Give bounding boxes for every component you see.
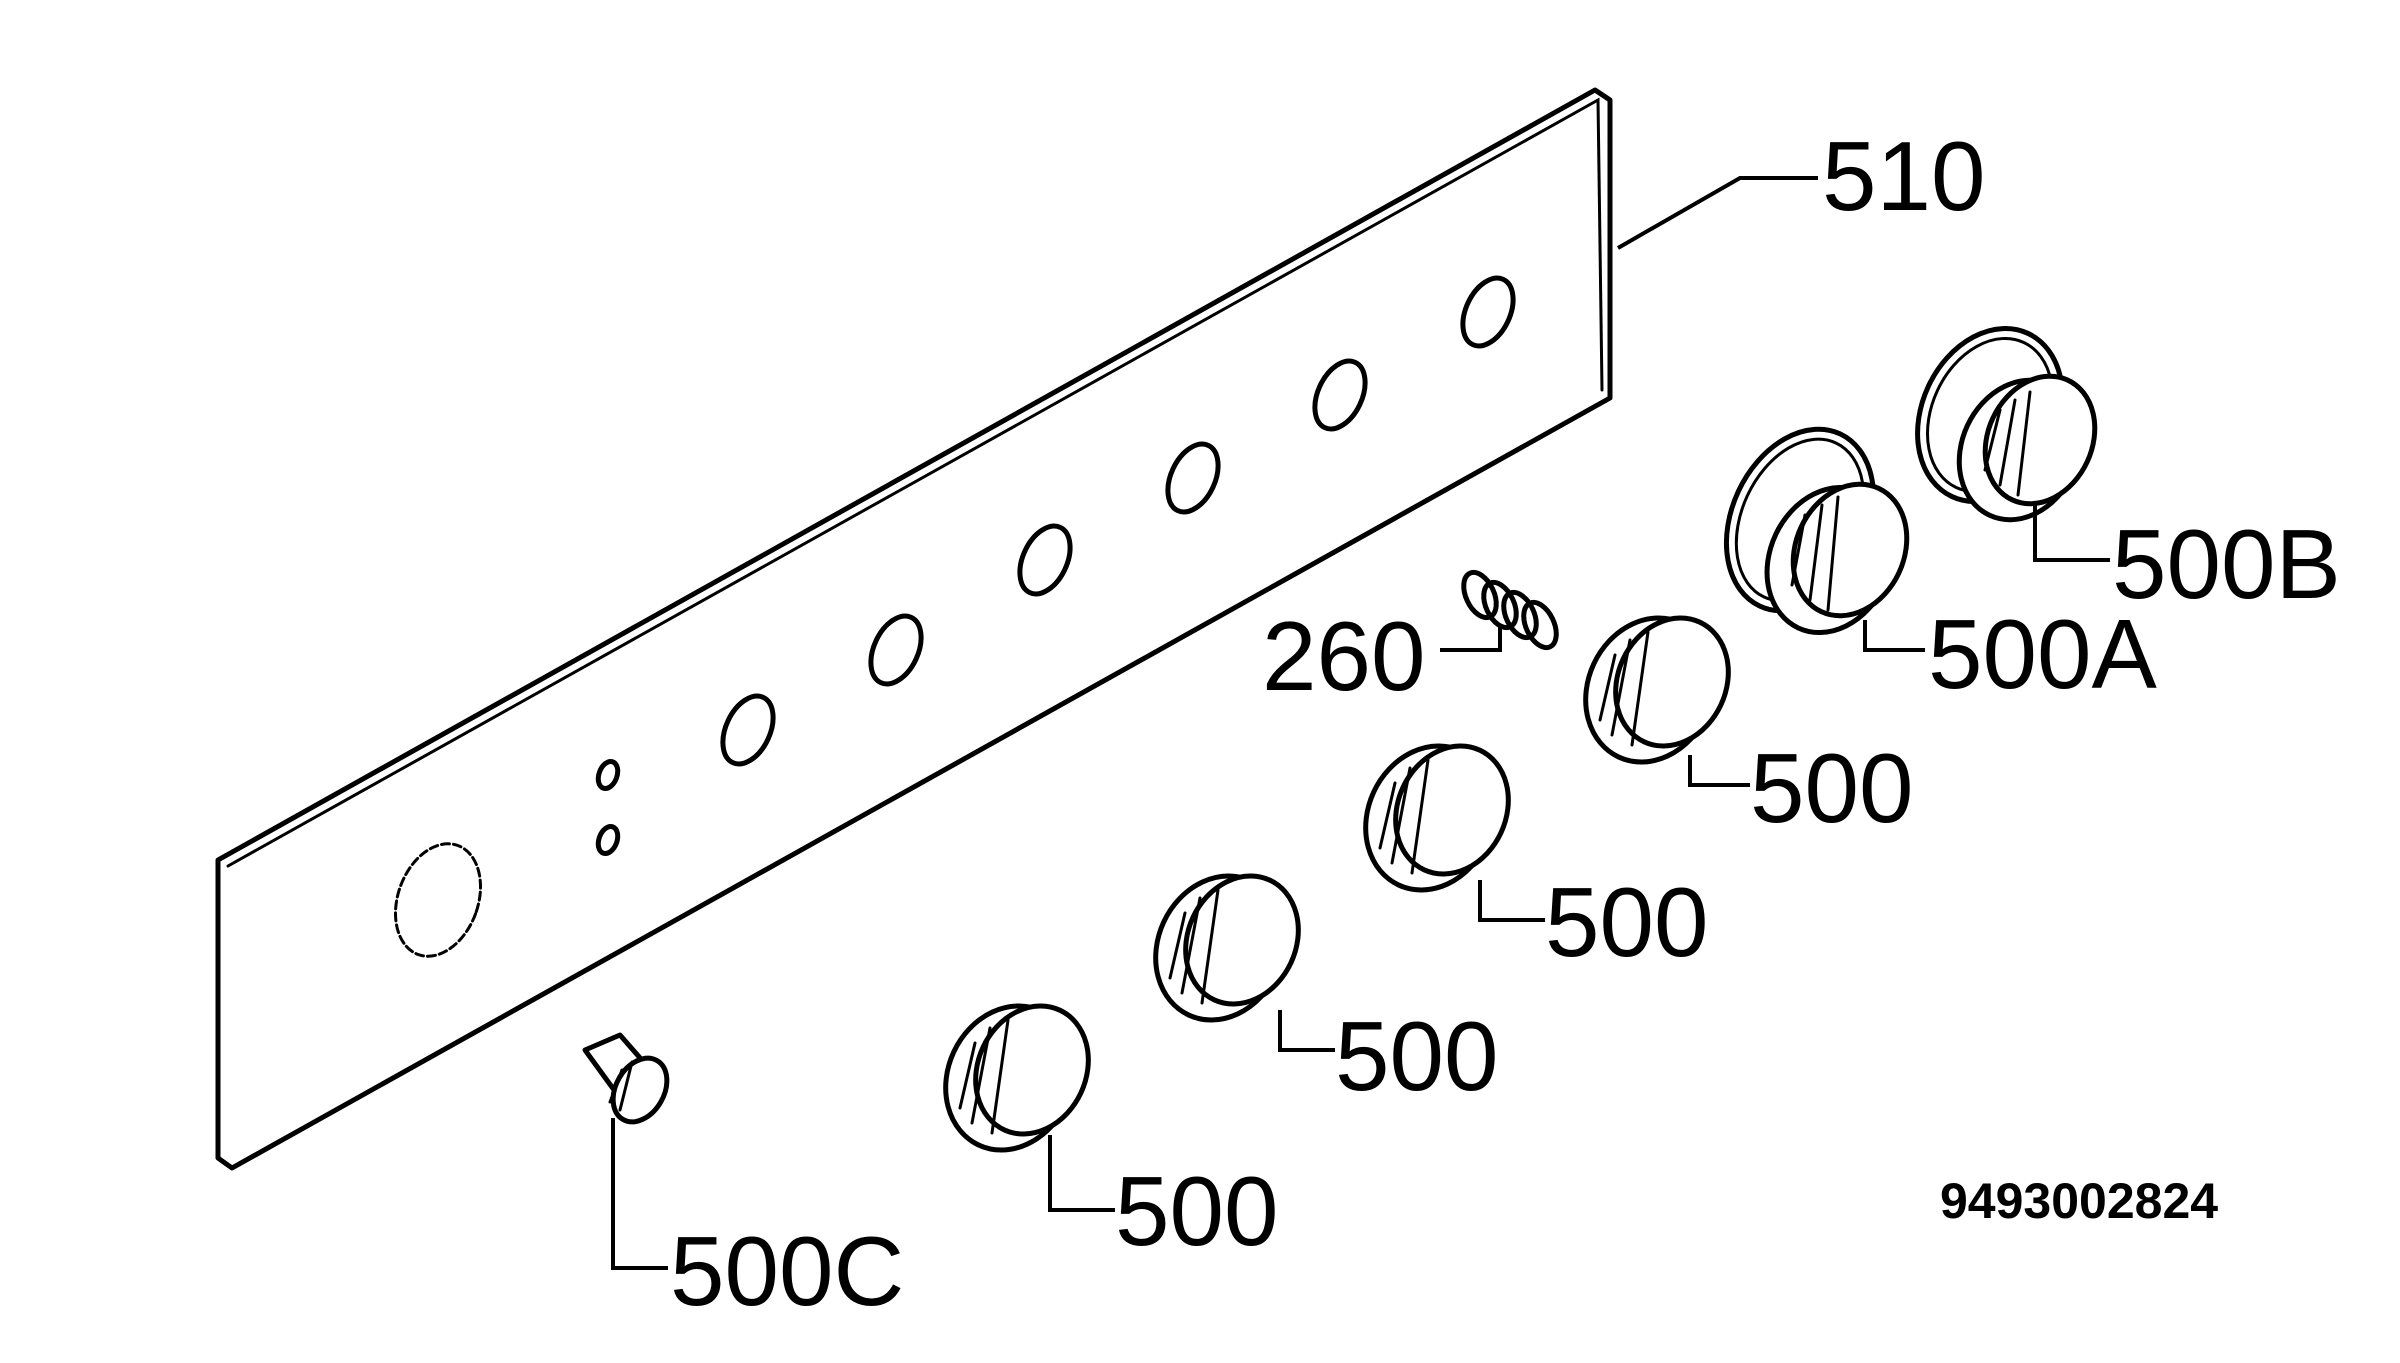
knob-500B bbox=[1915, 326, 2098, 523]
spring-260 bbox=[1461, 569, 1559, 651]
label-500A: 500A bbox=[1928, 599, 2158, 709]
leader-500A bbox=[1863, 620, 1925, 652]
label-500-4: 500 bbox=[1115, 1156, 1279, 1266]
label-260: 260 bbox=[1262, 601, 1426, 711]
document-number: 9493002824 bbox=[1940, 1173, 2218, 1229]
label-510: 510 bbox=[1822, 121, 1986, 231]
knob-500C bbox=[582, 1032, 670, 1125]
knob-500-3 bbox=[1153, 873, 1301, 1023]
knob-500-4 bbox=[943, 1003, 1091, 1153]
panel-holes bbox=[393, 275, 1516, 958]
leader-500-1 bbox=[1688, 755, 1750, 787]
label-500-3: 500 bbox=[1335, 1001, 1499, 1111]
label-500-2: 500 bbox=[1545, 867, 1709, 977]
leader-510 bbox=[1617, 176, 1818, 250]
knob-500A bbox=[1723, 426, 1910, 636]
leader-500B bbox=[2033, 505, 2110, 562]
knob-500-2 bbox=[1363, 743, 1511, 893]
leader-500-3 bbox=[1278, 1010, 1335, 1052]
label-500C: 500C bbox=[670, 1216, 904, 1326]
knob-500-1 bbox=[1583, 615, 1731, 765]
leader-500-2 bbox=[1478, 880, 1545, 922]
control-panel bbox=[215, 87, 1613, 1171]
label-500B: 500B bbox=[2112, 509, 2341, 619]
leader-260 bbox=[1440, 625, 1502, 652]
leader-500C bbox=[611, 1118, 668, 1270]
leader-500-4 bbox=[1048, 1135, 1115, 1212]
label-500-1: 500 bbox=[1750, 733, 1914, 843]
